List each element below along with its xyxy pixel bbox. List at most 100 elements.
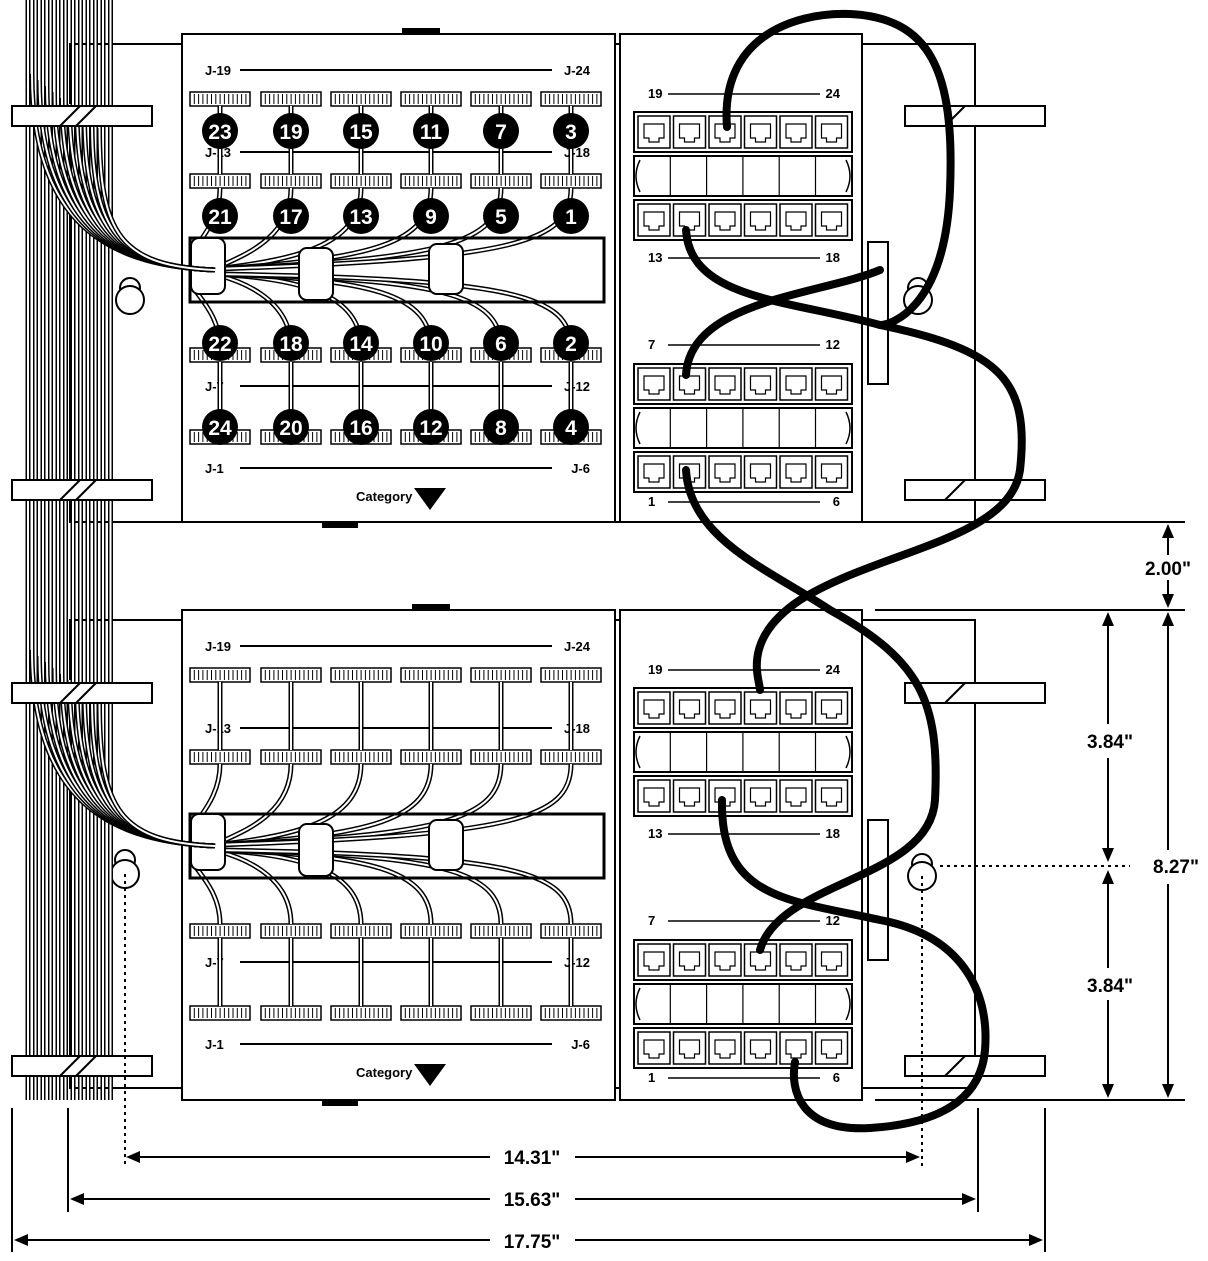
dim-gap-label: 2.00" xyxy=(1145,559,1191,580)
jumper-cable-bottom xyxy=(717,796,990,1133)
unit_bottom-connector-strip xyxy=(330,667,392,683)
rj45-jack xyxy=(743,203,778,237)
rj45-jack xyxy=(814,203,849,237)
jumper-cables xyxy=(682,9,1026,1133)
rj45-jack xyxy=(779,943,813,977)
port-number-badge: 20 xyxy=(273,409,309,445)
unit_top-top-label-right: J-24 xyxy=(564,63,591,78)
rj45-jack xyxy=(708,943,742,977)
unit_bottom-mid-upper-right: J-18 xyxy=(564,721,590,736)
unit_bottom-patch-g1-right: 24 xyxy=(826,662,841,677)
unit_bottom-connector-strip xyxy=(260,1005,322,1021)
port-number-badge: 19 xyxy=(273,113,309,149)
unit_top-connector-strip xyxy=(400,173,462,189)
unit_bottom-category-badge: 5e xyxy=(414,1063,446,1086)
port-number-label: 7 xyxy=(495,121,507,144)
rj45-jack xyxy=(779,691,813,725)
jumper-cable-lower-s xyxy=(682,466,940,954)
unit_top-connector-strip xyxy=(540,173,602,189)
unit_bottom-category-label: Category xyxy=(356,1065,413,1080)
unit_bottom-connector-strip xyxy=(470,923,532,939)
unit_bottom-connector-strip xyxy=(470,1005,532,1021)
dim-overall-width-label: 17.75" xyxy=(504,1232,561,1253)
rj45-jack xyxy=(637,367,671,401)
cable-bundle xyxy=(25,0,216,1100)
port-number-badge: 5 xyxy=(483,198,519,234)
port-number-badge: 4 xyxy=(553,409,589,445)
unit_bottom-connector-strip xyxy=(260,749,322,765)
unit_top-connector-strip xyxy=(470,173,532,189)
bottom-bracket-right-upper xyxy=(904,682,1046,704)
unit_bottom-connector-strip xyxy=(540,923,602,939)
unit_top-connector-strip xyxy=(330,173,392,189)
port-number-badge: 14 xyxy=(343,325,379,361)
port-number-badge: 17 xyxy=(273,198,309,234)
jumper-cable-top-loop xyxy=(722,9,955,329)
unit_bottom-connector-strip xyxy=(540,749,602,765)
rj45-jack xyxy=(814,455,849,489)
unit_top-connector-strip xyxy=(189,173,251,189)
port-number-label: 5 xyxy=(495,206,507,229)
rj45-jack xyxy=(814,115,849,149)
rj45-jack xyxy=(637,779,671,813)
unit_top-cable-tie xyxy=(190,237,226,295)
port-number-label: 11 xyxy=(420,121,443,144)
top-bracket-right-lower xyxy=(904,479,1046,501)
rj45-jack xyxy=(814,943,849,977)
unit_bottom-cable-tie xyxy=(298,823,334,877)
rj45-jack xyxy=(814,1031,849,1065)
unit_top-patch-g3-right: 12 xyxy=(826,337,840,352)
unit_top-connector-strip xyxy=(540,91,602,107)
rj45-jack xyxy=(637,691,671,725)
port-number-badge: 24 xyxy=(202,409,238,445)
rj45-jack xyxy=(637,943,671,977)
port-number-label: 4 xyxy=(565,417,577,440)
unit_bottom-connector-strip xyxy=(189,667,251,683)
unit_top-patch-g1-left: 19 xyxy=(648,86,662,101)
port-number-badge: 9 xyxy=(413,198,449,234)
rj45-jack xyxy=(779,779,813,813)
unit_bottom-patch-g2-left: 13 xyxy=(648,826,662,841)
unit_bottom-patch-g1-left: 19 xyxy=(648,662,662,677)
unit_bottom-connector-strip xyxy=(400,667,462,683)
rj45-jack xyxy=(637,203,671,237)
top-keyhole-left xyxy=(115,277,145,315)
rj45-jack xyxy=(672,115,707,149)
port-number-label: 13 xyxy=(349,206,372,229)
dim-upper-half-label: 3.84" xyxy=(1087,732,1133,753)
rj45-jack xyxy=(743,115,778,149)
unit_top-connector-strip xyxy=(400,91,462,107)
unit_top-patch-g4-right: 6 xyxy=(833,494,840,509)
port-number-label: 19 xyxy=(279,121,302,144)
jumper-cable-mid-cross xyxy=(682,266,884,379)
unit_top-connector-strip xyxy=(189,91,251,107)
unit_bottom-category-badge-text: 5e xyxy=(423,1063,437,1078)
rj45-jack xyxy=(779,367,813,401)
port-number-badge: 22 xyxy=(202,325,238,361)
rj45-jack xyxy=(637,1031,671,1065)
rj45-jack xyxy=(637,115,671,149)
left-brackets xyxy=(11,105,153,1077)
unit_bottom-top-label-left: J-19 xyxy=(205,639,231,654)
port-number-label: 6 xyxy=(495,333,507,356)
jumper-cable-top-cross xyxy=(682,226,1026,694)
rj45-jack xyxy=(779,203,813,237)
unit_bottom-connector-strip xyxy=(540,667,602,683)
rj45-jack xyxy=(814,779,849,813)
port-number-label: 22 xyxy=(208,333,231,356)
port-number-badge: 7 xyxy=(483,113,519,149)
unit_top-category-label: Category xyxy=(356,489,413,504)
dimension-arrowheads xyxy=(14,524,1174,1246)
rj45-jack xyxy=(743,691,778,725)
unit_top-top-label-left: J-19 xyxy=(205,63,231,78)
unit_top-patch-g2-right: 18 xyxy=(826,250,840,265)
port-number-label: 14 xyxy=(349,333,373,356)
port-number-label: 23 xyxy=(208,121,231,144)
unit_bottom-connector-strip xyxy=(189,923,251,939)
port-number-label: 21 xyxy=(208,206,232,229)
rj45-jack xyxy=(672,691,707,725)
unit_bottom-connector-strip xyxy=(189,1005,251,1021)
